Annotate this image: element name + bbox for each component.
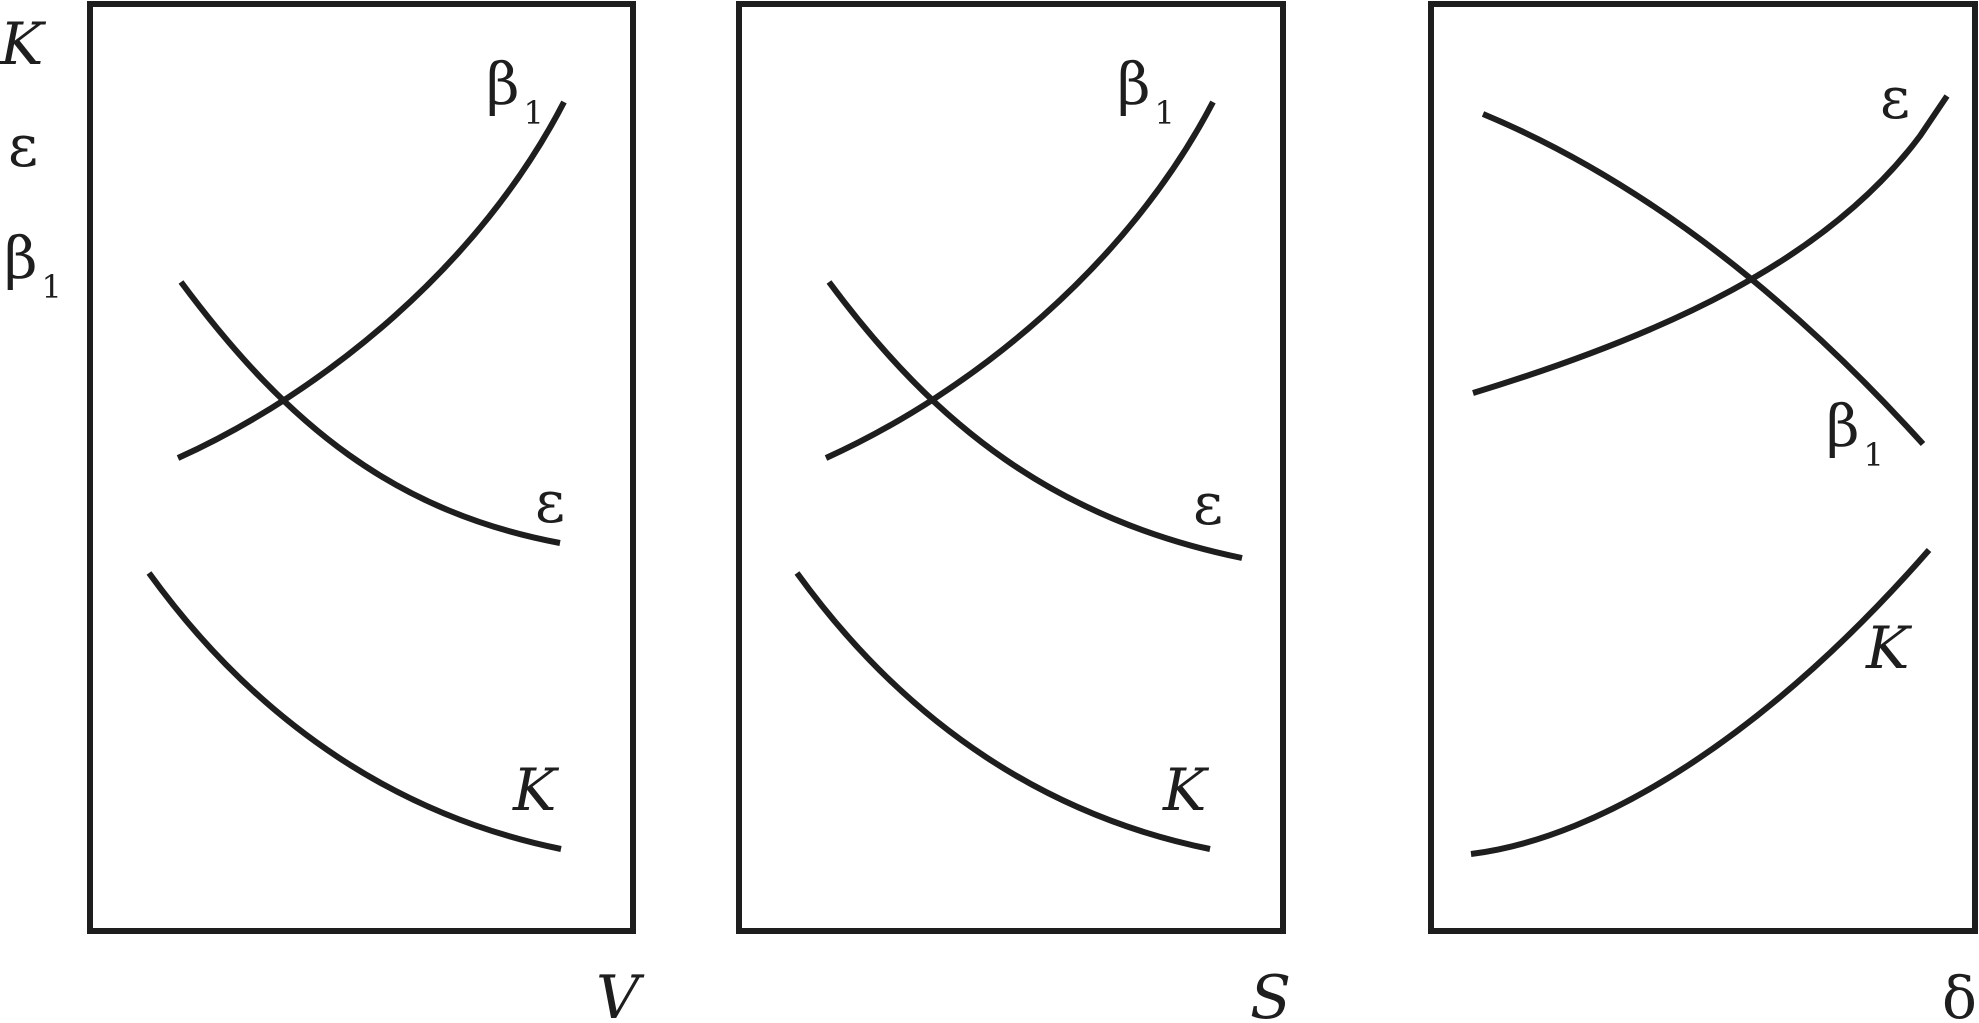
panel-1-frame [87, 1, 636, 934]
panel-2-x-label: S [1250, 963, 1291, 1023]
panel-2-curve-K [794, 571, 1211, 852]
panel-2-label-epsilon: ε [1193, 470, 1223, 538]
panel-1-curve-beta1 [176, 100, 567, 461]
panel-1-label-epsilon: ε [535, 468, 565, 536]
panel-3-curve-beta1 [1481, 111, 1926, 447]
panel-1-x-label: V [596, 963, 645, 1023]
panel-2-curve-epsilon [826, 280, 1243, 561]
panel-2-frame [736, 1, 1286, 934]
y-label-K: K [0, 10, 47, 78]
panel-3-label-K: K [1865, 614, 1913, 682]
panel-3-frame [1428, 1, 1978, 934]
panel-1-label-K: K [512, 756, 560, 824]
panel-1-curve-K [146, 571, 562, 852]
panel-2-label-K: K [1162, 756, 1210, 824]
panel-3-x-label: δ [1942, 964, 1977, 1023]
y-label-epsilon: ε [8, 112, 38, 180]
panel-3-curve-K [1470, 548, 1932, 857]
panel-3-curve-epsilon [1472, 94, 1950, 396]
panel-2-curve-beta1 [824, 100, 1216, 461]
panel-1-curve-epsilon [178, 280, 561, 546]
panel-3-label-epsilon: ε [1880, 64, 1910, 132]
